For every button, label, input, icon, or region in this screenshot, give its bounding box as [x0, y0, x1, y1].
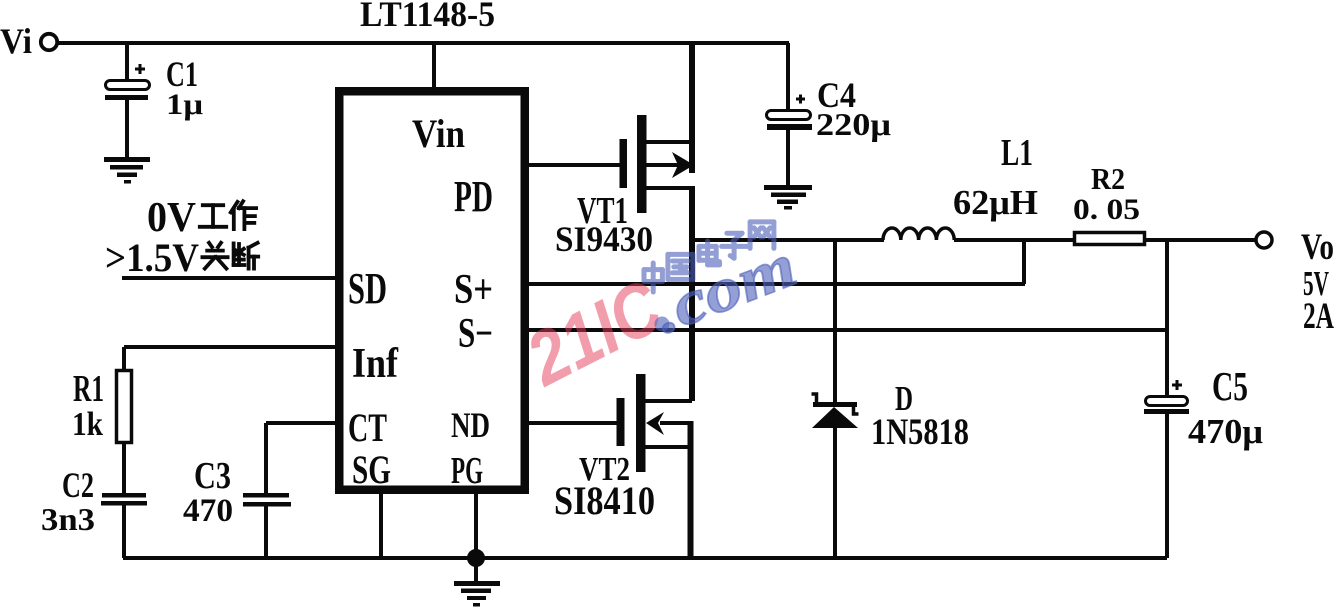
- svg-text:Vin: Vin: [412, 111, 465, 156]
- svg-text:470: 470: [183, 493, 233, 529]
- svg-text:SG: SG: [352, 447, 391, 492]
- svg-text:LT1148-5: LT1148-5: [360, 0, 495, 34]
- svg-text:2A: 2A: [1303, 296, 1334, 337]
- svg-text:SI9430: SI9430: [555, 219, 653, 259]
- svg-text:1k: 1k: [72, 406, 103, 443]
- svg-text:PG: PG: [451, 450, 483, 492]
- svg-text:62μH: 62μH: [953, 183, 1038, 222]
- svg-text:0V: 0V: [147, 195, 196, 241]
- svg-text:Inf: Inf: [352, 341, 399, 387]
- svg-text:PD: PD: [454, 172, 493, 221]
- svg-text:ND: ND: [451, 405, 490, 445]
- svg-text:0. 05: 0. 05: [1073, 193, 1140, 226]
- svg-text:C2: C2: [62, 465, 94, 505]
- svg-text:220μ: 220μ: [816, 106, 891, 142]
- svg-text:470μ: 470μ: [1188, 412, 1263, 451]
- svg-text:C4: C4: [817, 75, 856, 115]
- svg-text:VT2: VT2: [579, 451, 630, 488]
- svg-text:SD: SD: [348, 264, 387, 313]
- svg-text:S−: S−: [458, 311, 493, 357]
- svg-text:1N5818: 1N5818: [871, 412, 969, 453]
- svg-text:CT: CT: [348, 405, 387, 450]
- svg-text:Vi: Vi: [0, 21, 32, 61]
- svg-text:R2: R2: [1091, 161, 1125, 196]
- svg-text:SI8410: SI8410: [554, 478, 655, 523]
- svg-text:C5: C5: [1212, 363, 1248, 409]
- svg-text:C1: C1: [166, 54, 198, 94]
- svg-text:Vo: Vo: [1301, 227, 1334, 268]
- svg-text:VT1: VT1: [577, 190, 628, 232]
- svg-text:R1: R1: [73, 368, 104, 410]
- svg-text:L1: L1: [1001, 132, 1033, 174]
- svg-text:>1.5V: >1.5V: [105, 235, 199, 280]
- svg-text:3n3: 3n3: [41, 501, 95, 537]
- svg-text:D: D: [895, 379, 913, 418]
- svg-text:S+: S+: [454, 267, 493, 313]
- svg-text:1μ: 1μ: [166, 88, 203, 121]
- svg-text:C3: C3: [194, 455, 231, 497]
- svg-text:5V: 5V: [1303, 264, 1329, 303]
